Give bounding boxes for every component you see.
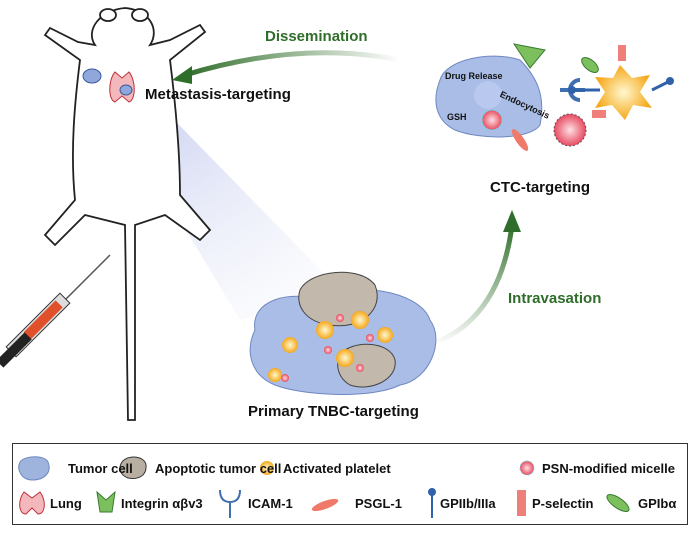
ctc-cluster-icon xyxy=(435,43,674,151)
legend-tumor-cell: Tumor cell xyxy=(68,461,133,476)
legend-psn-micelle: PSN-modified micelle xyxy=(542,461,675,476)
legend-psgl: PSGL-1 xyxy=(355,496,402,511)
micelle-icon xyxy=(519,460,535,476)
legend-activated-platelet: Activated platelet xyxy=(283,461,391,476)
legend-gpib: GPIbα xyxy=(638,496,677,511)
intravasation-arrow xyxy=(429,224,515,348)
intravasation-label: Intravasation xyxy=(508,290,602,307)
legend-icam: ICAM-1 xyxy=(248,496,293,511)
ctc-label: CTC-targeting xyxy=(490,179,590,196)
integrin-icon xyxy=(96,490,116,513)
p-selectin-icon xyxy=(517,490,526,516)
drug-release-label: Drug Release xyxy=(445,71,503,81)
primary-tumor-icon xyxy=(249,271,437,395)
gpib-icon xyxy=(606,493,630,513)
dissemination-label: Dissemination xyxy=(265,28,368,45)
legend-p-selectin: P-selectin xyxy=(532,496,594,511)
apoptotic-cell-icon xyxy=(119,456,147,479)
legend-lung: Lung xyxy=(50,496,82,511)
icam-icon xyxy=(219,489,241,518)
psgl-icon xyxy=(311,498,339,512)
legend-apoptotic-tumor-cell: Apoptotic tumor cell xyxy=(155,461,282,476)
syringe-icon xyxy=(0,254,111,368)
primary-label: Primary TNBC-targeting xyxy=(248,403,419,420)
metastasis-label: Metastasis-targeting xyxy=(145,86,291,103)
mouse-icon xyxy=(43,7,212,421)
dissemination-arrow xyxy=(184,50,401,78)
gsh-label: GSH xyxy=(447,112,467,122)
tumor-cell-icon xyxy=(18,456,50,481)
lung-icon xyxy=(19,491,45,515)
gpiib-icon xyxy=(428,488,436,518)
platelet-icon xyxy=(260,461,274,475)
legend-integrin: Integrin αβv3 xyxy=(121,496,203,511)
legend-gpiib: GPIIb/IIIa xyxy=(440,496,496,511)
mouse-tumor-cell-icon xyxy=(82,68,102,84)
legend xyxy=(12,443,688,525)
